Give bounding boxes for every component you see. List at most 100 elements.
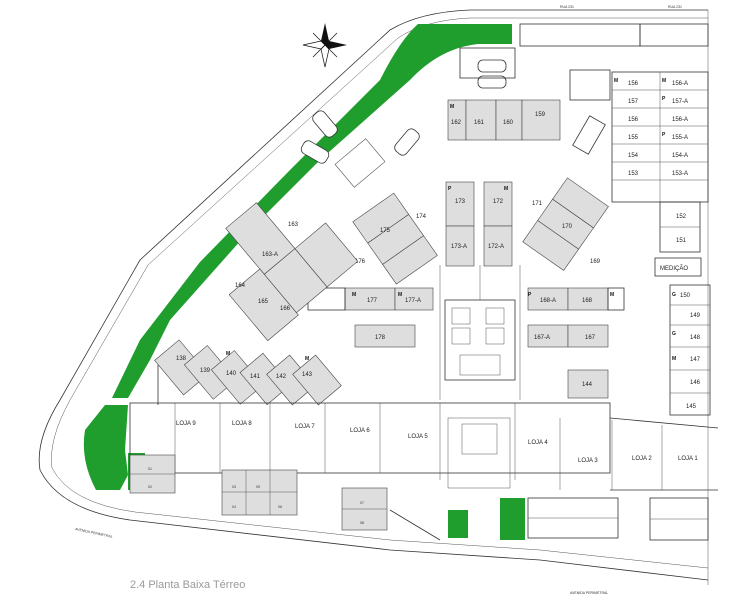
plan-caption: 2.4 Planta Baixa Térreo <box>130 579 246 591</box>
spot-label: 138 <box>176 356 187 362</box>
street-labels: RUA 231 RUA 231 AVENIDA PERIMETRAL AVENI… <box>75 5 682 595</box>
street-label: RUA 231 <box>668 5 682 9</box>
svg-text:02: 02 <box>148 485 152 489</box>
svg-text:07: 07 <box>360 501 364 505</box>
svg-text:M: M <box>614 78 618 84</box>
svg-text:01: 01 <box>148 467 152 471</box>
spot-label: 168 <box>582 298 593 304</box>
svg-text:06: 06 <box>278 505 282 509</box>
spot-label: 156-A <box>672 117 688 123</box>
store-label: LOJA 3 <box>578 458 598 464</box>
compass-rose-icon <box>302 23 347 68</box>
spot-label: 171 <box>532 201 543 207</box>
car-icon <box>300 59 507 164</box>
spot-label: 156 <box>628 117 639 123</box>
spot-label: 176 <box>355 259 366 265</box>
spot-label: 162 <box>451 120 462 126</box>
spot-label: 146 <box>690 380 701 386</box>
spot-label: 160 <box>503 120 514 126</box>
spot-label: 168-A <box>540 298 556 304</box>
svg-text:G: G <box>672 292 676 298</box>
svg-text:P: P <box>662 132 666 138</box>
spot-label: 154 <box>628 153 639 159</box>
svg-text:M: M <box>305 356 309 362</box>
store-label: LOJA 4 <box>528 440 548 446</box>
spot-label: 152 <box>676 214 687 220</box>
svg-text:M: M <box>450 104 454 110</box>
stores: LOJA 9 LOJA 8 LOJA 7 LOJA 6 LOJA 5 LOJA … <box>129 402 719 491</box>
spot-label: 161 <box>474 120 485 126</box>
svg-text:08: 08 <box>360 521 364 525</box>
street-label: RUA 231 <box>560 5 574 9</box>
spot-label: 172 <box>493 199 504 205</box>
spot-label: 177-A <box>405 298 421 304</box>
spot-label: 141 <box>250 374 261 380</box>
spot-label: 156 <box>628 81 639 87</box>
spot-label: 147 <box>690 357 701 363</box>
spot-label: 163-A <box>262 252 278 258</box>
svg-text:M: M <box>504 186 508 192</box>
spot-label: 174 <box>416 214 427 220</box>
store-label: LOJA 6 <box>350 428 370 434</box>
parking-right-lower: 150 149 148 147 146 145 <box>669 284 711 416</box>
spot-markers: M M P P G G M M M P M P M M M M <box>226 78 676 362</box>
store-label: LOJA 8 <box>232 421 252 427</box>
svg-text:M: M <box>662 78 666 84</box>
spot-label: 175 <box>380 228 391 234</box>
parking-right-column: 156 156-A 157 157-A 156 156-A 155 155-A … <box>572 71 709 277</box>
spot-label: 155 <box>628 135 639 141</box>
spot-label: 166 <box>280 306 291 312</box>
svg-text:03: 03 <box>232 485 236 489</box>
central-blocks: 174 175 176 173 173-A 172 172-A 171 170 … <box>307 177 625 400</box>
parking-block-top: 162 161 160 159 <box>447 99 561 141</box>
street-label: AVENIDA PERIMETRAL <box>570 591 608 595</box>
spot-label: 169 <box>590 259 601 265</box>
svg-text:G: G <box>672 331 676 337</box>
svg-text:04: 04 <box>232 505 236 509</box>
spot-label: 140 <box>226 371 237 377</box>
svg-text:M: M <box>610 292 614 298</box>
spot-label: 142 <box>276 374 287 380</box>
spot-label: 167 <box>585 335 596 341</box>
spot-label: 155-A <box>672 135 688 141</box>
parking-left-diagonal: 163 163-A 164 165 166 138 139 140 141 14… <box>154 202 359 406</box>
store-label: LOJA 9 <box>176 421 196 427</box>
street-label: AVENIDA PERIMETRAL <box>75 527 113 539</box>
spot-label: 163 <box>288 222 299 228</box>
entrance-crossing <box>334 138 386 188</box>
spot-label: 172-A <box>488 244 504 250</box>
svg-text:M: M <box>398 292 402 298</box>
svg-text:P: P <box>662 96 666 102</box>
spot-label: 153-A <box>672 171 688 177</box>
spot-label: 173-A <box>451 244 467 250</box>
spot-label: 173 <box>455 199 466 205</box>
svg-text:M: M <box>226 351 230 357</box>
spot-label: 151 <box>676 238 687 244</box>
spot-label: 150 <box>680 293 691 299</box>
spot-label: 157-A <box>672 99 688 105</box>
spot-label: 139 <box>200 368 211 374</box>
store-label: LOJA 2 <box>632 456 652 462</box>
medicao-label: MEDIÇÃO <box>660 265 688 272</box>
svg-text:P: P <box>528 292 532 298</box>
svg-text:M: M <box>672 356 676 362</box>
spot-label: 164 <box>235 283 246 289</box>
svg-text:M: M <box>352 292 356 298</box>
spot-label: 154-A <box>672 153 688 159</box>
svg-text:05: 05 <box>256 485 260 489</box>
spot-label: 165 <box>258 299 269 305</box>
spot-label: 159 <box>535 112 546 118</box>
spot-label: 170 <box>562 224 573 230</box>
spot-label: 177 <box>367 298 378 304</box>
store-label: LOJA 5 <box>408 434 428 440</box>
spot-label: 156-A <box>672 81 688 87</box>
spot-label: 148 <box>690 335 701 341</box>
parking-front: 01 02 03 04 05 06 07 08 <box>129 454 709 541</box>
store-label: LOJA 1 <box>678 456 698 462</box>
spot-label: 144 <box>582 382 593 388</box>
spot-label: 145 <box>686 404 697 410</box>
spot-label: 167-A <box>534 335 550 341</box>
spot-label: 157 <box>628 99 639 105</box>
top-structures <box>459 23 709 101</box>
